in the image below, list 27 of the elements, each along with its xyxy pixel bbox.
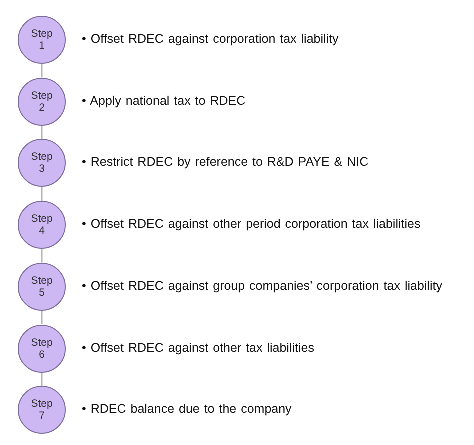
step-circle — [18, 16, 66, 64]
step-description: • Offset RDEC against other tax liabilities — [82, 340, 314, 354]
step-label: Step 7 — [30, 398, 54, 422]
connector-line — [41, 64, 43, 78]
step-circle — [18, 386, 66, 434]
step-circle — [18, 78, 66, 126]
connector-line — [41, 126, 43, 140]
step-description: • Apply national tax to RDEC — [82, 94, 246, 108]
connector-line — [41, 372, 43, 386]
connector-line — [41, 310, 43, 324]
step-label: Step 1 — [30, 28, 54, 52]
step-label: Step 2 — [30, 90, 54, 114]
step-description: • Restrict RDEC by reference to R&D PAYE & NIC — [82, 155, 369, 170]
step-circle — [18, 201, 66, 250]
step-label: Step 5 — [30, 274, 54, 299]
step-circle — [18, 324, 66, 372]
step-label: Step 3 — [30, 151, 54, 176]
connector-line — [41, 249, 43, 263]
step-circle — [18, 262, 66, 311]
step-description: • Offset RDEC against group companies’ corporation tax liability — [82, 278, 442, 293]
step-description: • Offset RDEC against other period corporation tax liabilities — [82, 217, 421, 232]
step-description: • Offset RDEC against corporation tax liability — [82, 32, 339, 46]
connector-line — [41, 187, 43, 202]
step-description: • RDEC balance due to the company — [82, 402, 292, 416]
step-label: Step 6 — [30, 336, 54, 360]
step-circle — [18, 139, 66, 188]
step-label: Step 4 — [30, 213, 54, 238]
